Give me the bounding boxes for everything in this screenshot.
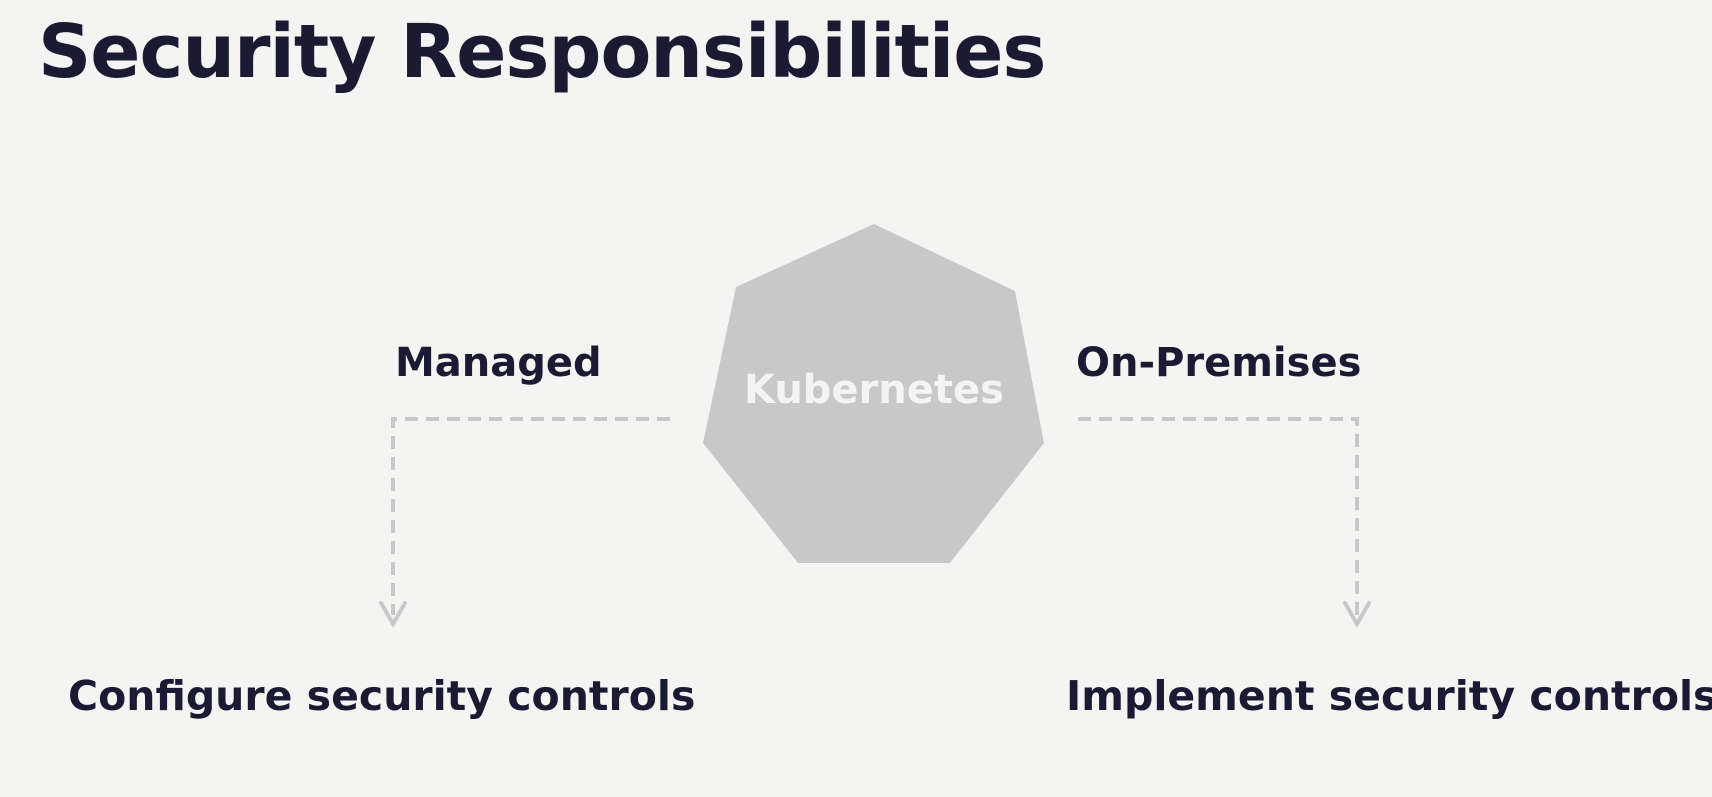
kubernetes-heptagon bbox=[703, 224, 1044, 563]
onprem-arrowhead bbox=[1343, 601, 1371, 629]
on-premises-label: On-Premises bbox=[1076, 340, 1362, 386]
implement-security-controls-label: Implement security controls bbox=[1066, 672, 1712, 720]
managed-connector bbox=[391, 417, 670, 615]
managed-label: Managed bbox=[395, 340, 602, 386]
managed-arrowhead bbox=[379, 601, 407, 629]
onprem-connector bbox=[1078, 417, 1359, 615]
configure-security-controls-label: Configure security controls bbox=[68, 672, 696, 720]
slide-title: Security Responsibilities bbox=[38, 9, 1046, 95]
kubernetes-label: Kubernetes bbox=[744, 367, 1004, 413]
